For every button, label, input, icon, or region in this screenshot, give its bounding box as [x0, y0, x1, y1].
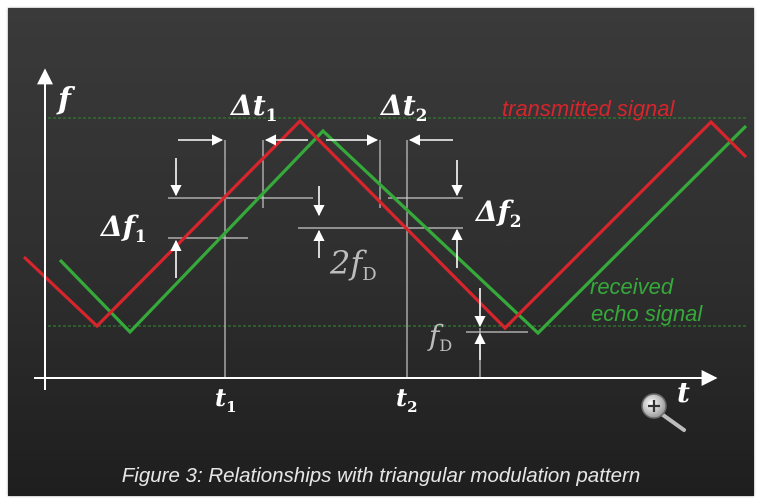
delta-t2-label: Δt2	[379, 89, 428, 126]
t2-tick-label: t2	[396, 383, 418, 416]
magnifier-plus-icon[interactable]	[641, 393, 686, 432]
received-signal-label-line2: echo signal	[591, 301, 703, 326]
triangular-modulation-diagram: f t t1 t2 Δt1 Δt2 Δf1 Δf2 2fD fD transmi…	[22, 68, 748, 432]
received-signal-label-line1: received	[590, 274, 674, 299]
transmitted-signal-label: transmitted signal	[502, 96, 676, 121]
figure-panel: f t t1 t2 Δt1 Δt2 Δf1 Δf2 2fD fD transmi…	[8, 8, 754, 496]
delta-t1-label: Δt1	[229, 89, 278, 126]
t1-tick-label: t1	[215, 383, 237, 416]
delta-f1-label: Δf1	[99, 210, 147, 247]
figure-caption: Figure 3: Relationships with triangular …	[121, 464, 641, 487]
y-axis-label: f	[56, 82, 76, 117]
two-fd-label: 2fD	[329, 244, 377, 285]
x-axis-label: t	[677, 376, 690, 409]
delta-f2-label: Δf2	[474, 195, 522, 232]
fd-label: fD	[427, 319, 452, 355]
received-echo-signal-line	[58, 124, 748, 336]
transmitted-signal-line	[22, 118, 748, 331]
